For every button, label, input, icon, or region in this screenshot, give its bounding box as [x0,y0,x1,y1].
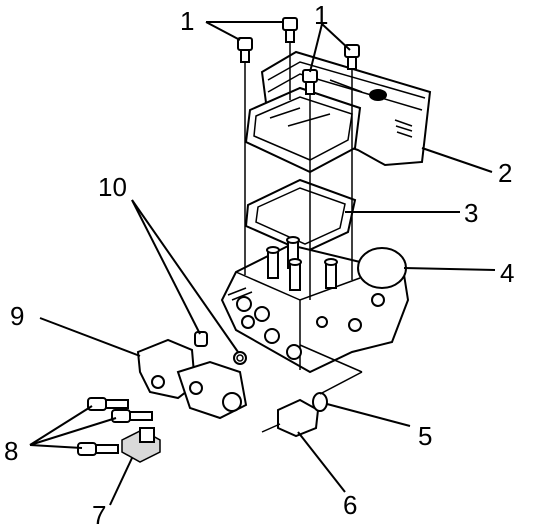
fitting-part-10-b [233,351,247,365]
callout-2: 2 [498,158,512,188]
o-ring-part-5 [312,392,328,412]
callout-6: 6 [343,490,357,520]
sensor-part-7 [121,427,161,463]
screw-part-8-b [111,409,153,423]
bolt-part-1-b [282,17,298,43]
leader-lines [29,21,496,506]
switch-part-6 [261,398,320,438]
valve-bracket-part-9 [136,338,248,420]
callout-3: 3 [464,198,478,228]
screw-part-8-a [87,397,129,411]
bolt-alignment-lines [244,42,353,300]
callout-9: 9 [10,301,24,331]
callout-1-left: 1 [180,6,194,36]
main-body-part-4 [220,236,410,374]
callout-4: 4 [500,258,514,288]
screw-part-8-c [77,442,119,456]
bolt-part-1-a [237,37,253,63]
callout-7: 7 [92,500,106,530]
top-plate [244,86,362,174]
callout-1-right: 1 [314,0,328,30]
callout-8: 8 [4,436,18,466]
fitting-part-10-a [194,331,208,347]
bolt-part-1-c [302,69,318,95]
callout-10: 10 [98,172,127,202]
gasket-part-3 [244,178,357,254]
callout-5: 5 [418,421,432,451]
